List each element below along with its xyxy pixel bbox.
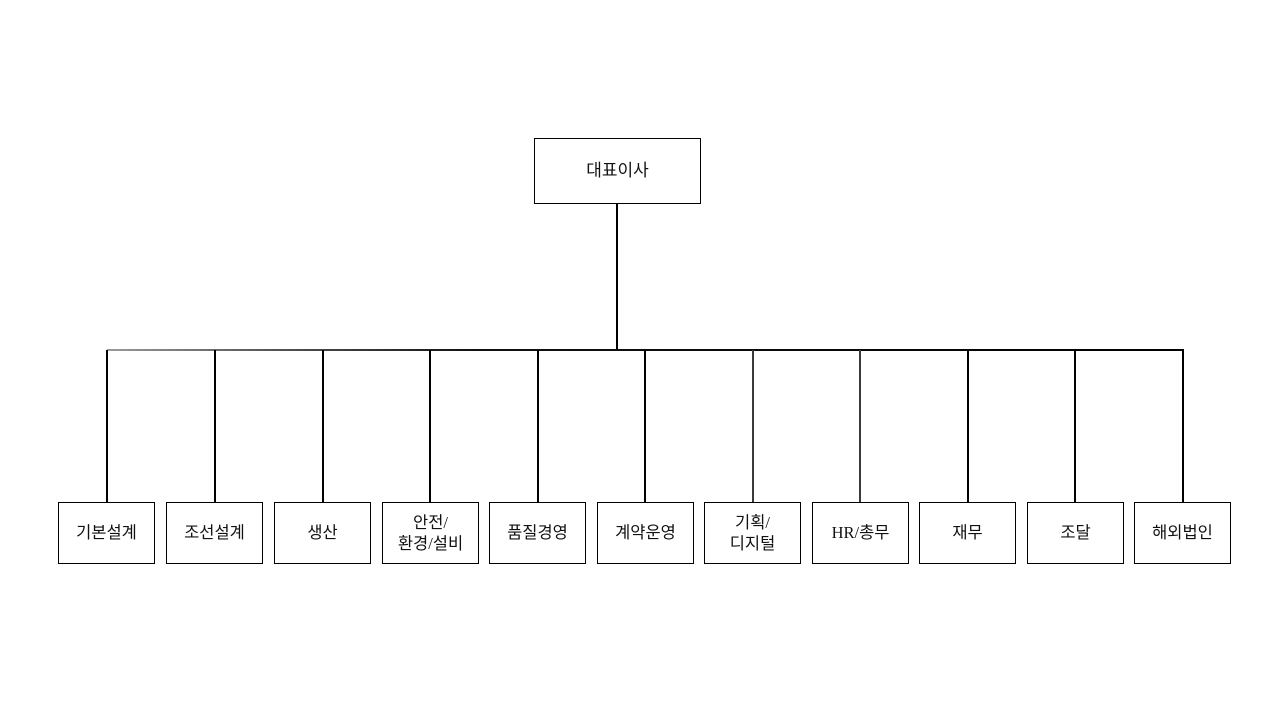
org-node-leaf-3-label: 생산 [307,523,338,543]
org-node-leaf-8[interactable]: HR/총무 [812,502,909,564]
org-node-leaf-2-label: 조선설계 [184,523,245,543]
connector-drop-3 [322,350,324,502]
connector-drop-9 [967,350,969,502]
connector-drop-8 [859,350,861,502]
org-node-leaf-6-label: 계약운영 [615,523,676,543]
org-node-leaf-9[interactable]: 재무 [919,502,1016,564]
connector-drop-7 [752,350,754,502]
org-node-leaf-11[interactable]: 해외법인 [1134,502,1231,564]
connector-drop-4 [429,350,431,502]
org-node-leaf-11-label: 해외법인 [1152,523,1213,543]
org-node-root[interactable]: 대표이사 [534,138,701,204]
org-node-leaf-5[interactable]: 품질경영 [489,502,586,564]
org-node-leaf-6[interactable]: 계약운영 [597,502,694,564]
org-node-leaf-1[interactable]: 기본설계 [58,502,155,564]
org-node-leaf-4[interactable]: 안전/ 환경/설비 [382,502,479,564]
org-node-leaf-4-label: 안전/ 환경/설비 [397,512,464,553]
org-node-leaf-9-label: 재무 [952,523,983,543]
connector-drop-10 [1074,350,1076,502]
connector-trunk-vertical [616,203,618,351]
org-node-leaf-7[interactable]: 기획/ 디지털 [704,502,801,564]
connector-drop-6 [644,350,646,502]
org-node-root-label: 대표이사 [586,161,649,181]
org-node-leaf-2[interactable]: 조선설계 [166,502,263,564]
connector-drop-11 [1182,350,1184,502]
org-node-leaf-8-label: HR/총무 [831,523,890,543]
org-node-leaf-3[interactable]: 생산 [274,502,371,564]
org-node-leaf-7-label: 기획/ 디지털 [729,512,776,553]
org-node-leaf-1-label: 기본설계 [76,523,137,543]
org-node-leaf-5-label: 품질경영 [507,523,568,543]
org-node-leaf-10-label: 조달 [1060,523,1091,543]
connector-drop-5 [537,350,539,502]
connector-drop-1 [106,350,108,502]
connector-drop-2 [214,350,216,502]
org-node-leaf-10[interactable]: 조달 [1027,502,1124,564]
